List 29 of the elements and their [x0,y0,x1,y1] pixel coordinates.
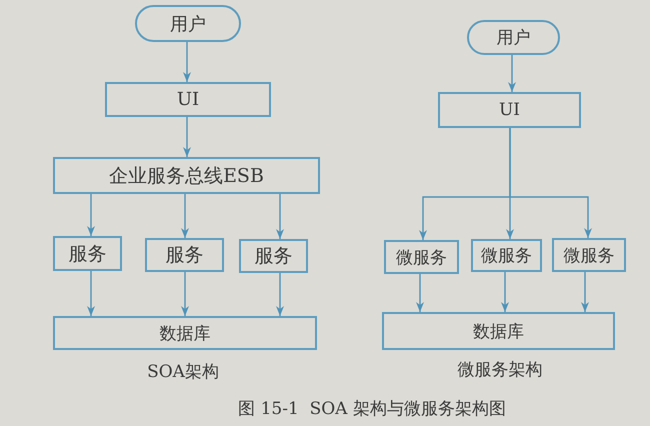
process-box: 服务 [53,236,122,271]
process-box: 微服务 [552,238,626,272]
arrow [181,194,189,238]
arrow [509,128,592,238]
process-box: 服务 [239,239,308,273]
process-box: UI [105,82,271,117]
arrow [183,117,191,157]
diagram-label: 微服务架构 [458,360,542,380]
arrow [87,194,95,236]
process-box: 服务 [145,238,224,272]
arrow [183,42,191,82]
arrow [181,272,189,316]
process-box: 数据库 [53,316,317,350]
arrow [581,272,589,312]
process-box: 企业服务总线ESB [53,157,320,194]
process-box: 微服务 [384,240,459,274]
arrow [501,272,509,312]
arrow [508,55,516,92]
rounded-box: 用户 [467,20,560,55]
arrow [416,274,424,312]
arrow [276,194,284,239]
process-box: 微服务 [471,239,542,272]
arrow [87,271,95,316]
figure-caption: 图 15-1 SOA 架构与微服务架构图 [238,399,506,420]
diagram-label: SOA架构 [147,362,219,382]
process-box: 数据库 [382,312,615,350]
arrow [276,273,284,316]
process-box: UI [438,92,581,128]
rounded-box: 用户 [135,5,241,42]
